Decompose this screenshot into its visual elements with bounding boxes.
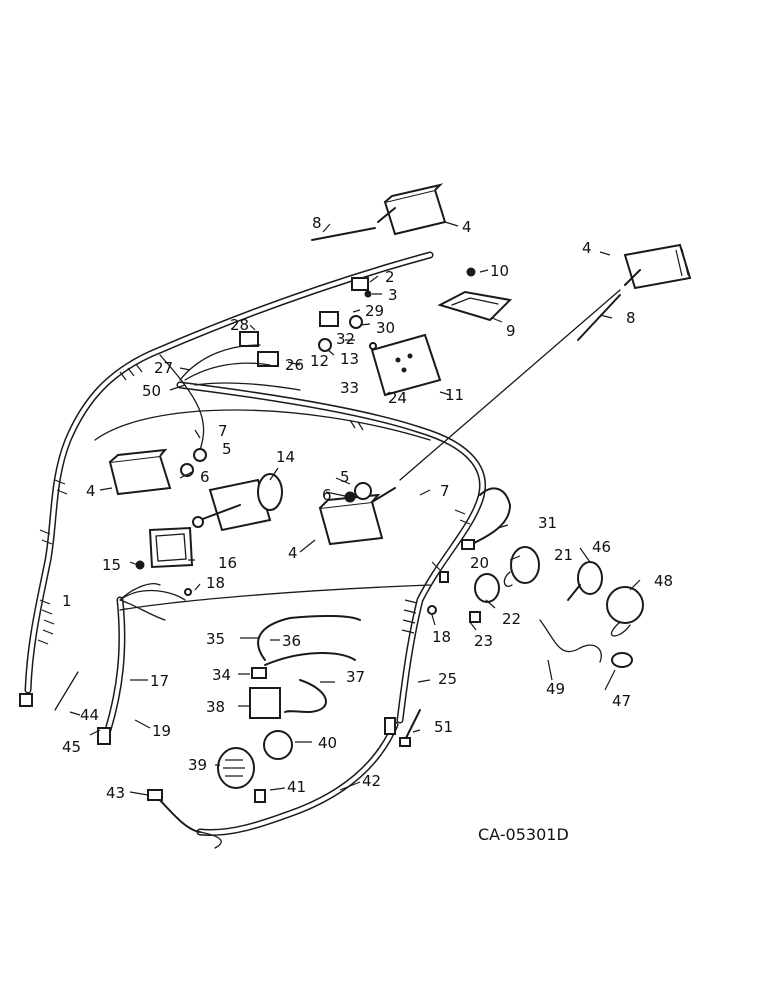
connector-34 xyxy=(251,667,267,679)
callout-17: 17 xyxy=(150,672,169,690)
callout-24: 24 xyxy=(388,389,407,407)
cable-36 xyxy=(264,652,356,666)
callout-6b: 6 xyxy=(322,486,332,504)
callout-5a: 5 xyxy=(222,440,232,458)
callout-2: 2 xyxy=(385,268,395,286)
cable-long xyxy=(399,289,621,481)
callout-50: 50 xyxy=(142,382,161,400)
callout-26: 26 xyxy=(285,356,304,374)
callout-39: 39 xyxy=(188,756,207,774)
callout-8a: 8 xyxy=(312,214,322,232)
work-lamp-front-right xyxy=(318,487,396,546)
callout-30: 30 xyxy=(376,319,395,337)
callout-25: 25 xyxy=(438,670,457,688)
drawing-code: CA-05301D xyxy=(478,825,569,844)
callout-11: 11 xyxy=(445,386,464,404)
mount-plate xyxy=(437,290,513,322)
callout-12: 12 xyxy=(310,352,329,370)
callout-leaders xyxy=(69,221,641,796)
cable-37 xyxy=(284,679,327,713)
callout-4d: 4 xyxy=(288,544,298,562)
callout-31: 31 xyxy=(538,514,557,532)
cable-35 xyxy=(257,614,361,661)
work-lamp-front-left xyxy=(108,448,172,496)
callout-4c: 4 xyxy=(86,482,96,500)
main-harness xyxy=(19,251,434,707)
bracket-23 xyxy=(469,611,481,623)
callout-1: 1 xyxy=(62,592,72,610)
callout-18b: 18 xyxy=(432,628,451,646)
connector-bundle xyxy=(179,331,301,391)
work-lamp-rear-right xyxy=(623,243,692,290)
rear-lamp-39 xyxy=(217,730,293,803)
callout-51: 51 xyxy=(434,718,453,736)
sub-harness xyxy=(97,583,431,745)
cable-44 xyxy=(54,671,79,711)
switch-cluster xyxy=(318,267,476,352)
callout-5b: 5 xyxy=(340,468,350,486)
warning-lamp xyxy=(539,561,644,668)
callout-4b: 4 xyxy=(582,239,592,257)
callout-46: 46 xyxy=(592,538,611,556)
callout-21: 21 xyxy=(554,546,573,564)
callout-29: 29 xyxy=(365,302,384,320)
cab-panel xyxy=(370,333,442,397)
callout-19: 19 xyxy=(152,722,171,740)
grommet-18-right xyxy=(427,605,437,615)
callout-35: 35 xyxy=(206,630,225,648)
cable-8-right xyxy=(577,294,621,341)
work-lamp-rear-left xyxy=(377,183,447,236)
callout-33: 33 xyxy=(340,379,359,397)
cable-31 xyxy=(469,487,511,546)
callout-23: 23 xyxy=(474,632,493,650)
callout-34: 34 xyxy=(212,666,231,684)
grommet-15 xyxy=(135,560,145,570)
callout-9: 9 xyxy=(506,322,516,340)
callout-41: 41 xyxy=(287,778,306,796)
callout-10: 10 xyxy=(490,262,509,280)
callout-14: 14 xyxy=(276,448,295,466)
callout-13: 13 xyxy=(340,350,359,368)
callout-28: 28 xyxy=(230,316,249,334)
callout-36: 36 xyxy=(282,632,301,650)
cable-8-left xyxy=(311,227,376,241)
callout-44: 44 xyxy=(80,706,99,724)
callout-7b: 7 xyxy=(440,482,450,500)
callout-43: 43 xyxy=(106,784,125,802)
socket-38 xyxy=(249,687,281,719)
callout-37: 37 xyxy=(346,668,365,686)
callout-49: 49 xyxy=(546,680,565,698)
beacon-assembly xyxy=(192,473,283,532)
lower-harness xyxy=(147,717,399,849)
callout-40: 40 xyxy=(318,734,337,752)
callout-32: 32 xyxy=(336,330,355,348)
callout-45: 45 xyxy=(62,738,81,756)
callout-18a: 18 xyxy=(206,574,225,592)
callout-38: 38 xyxy=(206,698,225,716)
grommet-right xyxy=(344,491,356,503)
callout-22: 22 xyxy=(502,610,521,628)
callout-16: 16 xyxy=(218,554,237,572)
callout-42: 42 xyxy=(362,772,381,790)
callout-4a: 4 xyxy=(462,218,472,236)
grommet-18-left xyxy=(184,588,192,596)
callout-8b: 8 xyxy=(626,309,636,327)
callout-labels: 1 2 3 4 4 4 4 5 5 6 6 7 7 8 8 9 10 11 12… xyxy=(62,214,673,802)
cable-51 xyxy=(404,709,421,741)
callout-27: 27 xyxy=(154,359,173,377)
bulb-socket-left xyxy=(193,448,207,462)
callout-47: 47 xyxy=(612,692,631,710)
callout-3: 3 xyxy=(388,286,398,304)
callout-20: 20 xyxy=(470,554,489,572)
callout-48: 48 xyxy=(654,572,673,590)
callout-6a: 6 xyxy=(200,468,210,486)
callout-15: 15 xyxy=(102,556,121,574)
clip-20 xyxy=(439,571,449,583)
lens-gasket xyxy=(148,526,194,569)
tail-light xyxy=(474,546,540,603)
callout-7a: 7 xyxy=(218,422,228,440)
bulb-socket-right xyxy=(354,482,372,500)
